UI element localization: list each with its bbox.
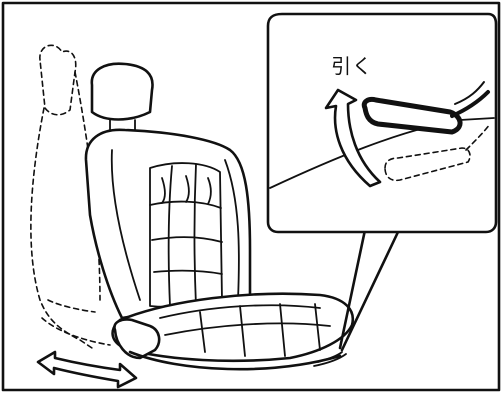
seat-headrest xyxy=(90,62,154,135)
seat-backrest xyxy=(84,128,252,320)
lever-bar-small-2 xyxy=(313,353,347,367)
lever-bar-small xyxy=(317,351,343,363)
seat-lever-ghost xyxy=(384,123,491,182)
seat-cushion xyxy=(111,292,355,371)
pull-label: 引く xyxy=(331,54,373,78)
callout-leader-right xyxy=(340,230,400,352)
slide-arrow xyxy=(36,350,138,389)
callout-leader-left xyxy=(338,228,367,350)
seat-lever-handle xyxy=(361,81,490,135)
pull-arrow xyxy=(324,88,382,188)
